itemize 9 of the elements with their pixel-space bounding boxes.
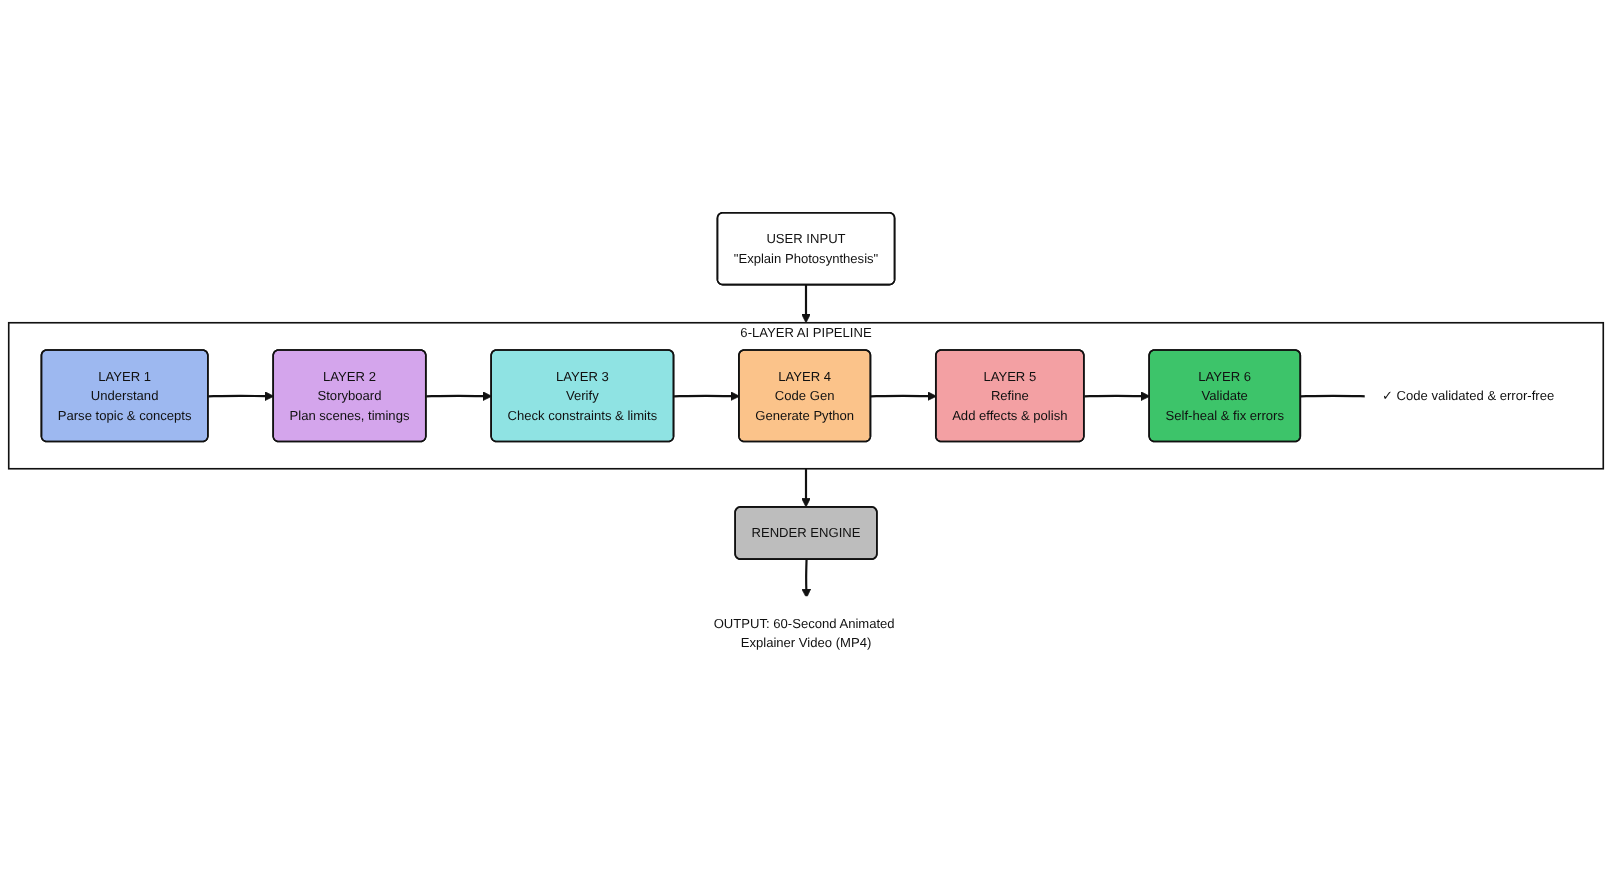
arrow (208, 390, 275, 400)
arrow (674, 390, 740, 400)
arrow (801, 558, 812, 598)
connector (1300, 393, 1367, 397)
arrow (426, 390, 493, 400)
arrow (870, 390, 937, 400)
arrow (801, 467, 811, 507)
arrow (1084, 390, 1151, 400)
arrow (801, 283, 811, 323)
